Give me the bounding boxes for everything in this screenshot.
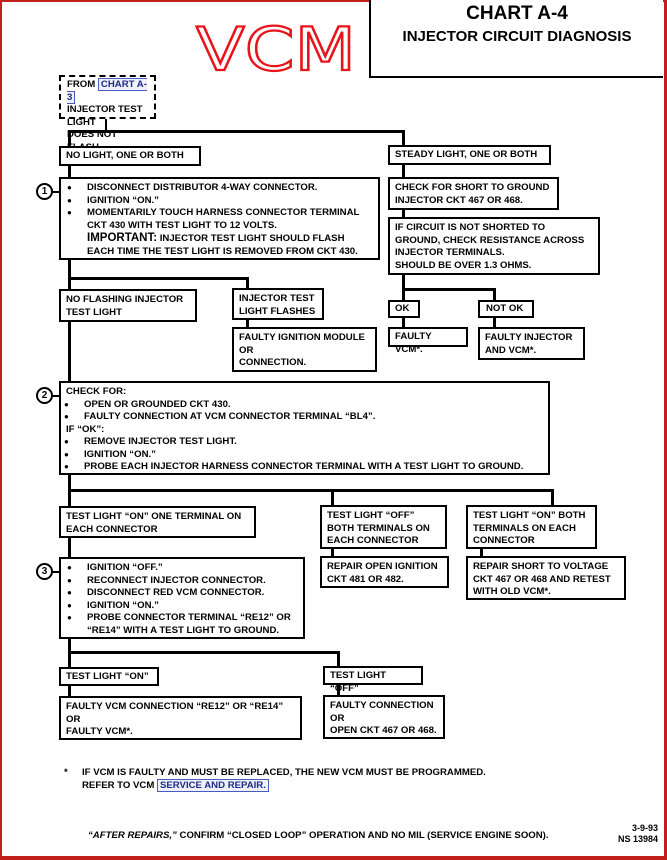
connector bbox=[402, 210, 405, 218]
chart-title-box: CHART A-4 INJECTOR CIRCUIT DIAGNOSIS bbox=[369, 0, 663, 78]
ok-label: OK bbox=[388, 300, 420, 318]
footnote-line-1: IF VCM IS FAULTY AND MUST BE REPLACED, T… bbox=[82, 767, 486, 778]
step-2-action: PROBE EACH INJECTOR HARNESS CONNECTOR TE… bbox=[62, 461, 543, 474]
connector bbox=[402, 130, 405, 146]
light-on-both-label: TEST LIGHT “ON” BOTH TERMINALS ON EACH C… bbox=[466, 505, 597, 549]
step-3-item: DISCONNECT RED VCM CONNECTOR. bbox=[65, 587, 299, 600]
doc-date: 3-9-93 bbox=[631, 823, 658, 833]
connector bbox=[68, 130, 71, 146]
step-2-check: FAULTY CONNECTION AT VCM CONNECTOR TERMI… bbox=[62, 411, 543, 424]
step-1-marker: 1 bbox=[36, 183, 53, 200]
connector bbox=[68, 130, 404, 133]
frame-edge-left bbox=[0, 0, 2, 860]
handwritten-vcm-text: VCM bbox=[196, 15, 356, 83]
short-check-box: CHECK FOR SHORT TO GROUND INJECTOR CKT 4… bbox=[388, 177, 559, 210]
not-ok-label: NOT OK bbox=[478, 300, 534, 318]
connector bbox=[68, 489, 553, 492]
no-flashing-label: NO FLASHING INJECTOR TEST LIGHT bbox=[59, 289, 197, 322]
step-1-item: IGNITION “ON.” bbox=[65, 195, 374, 208]
start-line-2: INJECTOR TEST LIGHT bbox=[67, 104, 143, 128]
important-text-2: EACH TIME THE TEST LIGHT IS REMOVED FROM… bbox=[87, 245, 358, 257]
steady-light-label: STEADY LIGHT, ONE OR BOTH bbox=[388, 145, 551, 165]
faulty-connection-box: FAULTY CONNECTION OR OPEN CKT 467 OR 468… bbox=[323, 695, 445, 739]
frame-edge-top bbox=[0, 0, 667, 2]
important-text: INJECTOR TEST LIGHT SHOULD FLASH bbox=[159, 233, 345, 244]
light-on-one-label: TEST LIGHT “ON” ONE TERMINAL ON EACH CON… bbox=[59, 506, 256, 538]
step-3-item: PROBE CONNECTOR TERMINAL “RE12” OR“RE14”… bbox=[65, 612, 299, 637]
faulty-injector-box: FAULTY INJECTOR AND VCM*. bbox=[478, 327, 585, 360]
step-3-item: IGNITION “ON.” bbox=[65, 600, 299, 613]
step-1-box: DISCONNECT DISTRIBUTOR 4-WAY CONNECTOR. … bbox=[59, 177, 380, 260]
connector bbox=[480, 549, 483, 557]
test-light-off-label: TEST LIGHT “OFF” bbox=[323, 666, 423, 694]
step-1-item: DISCONNECT DISTRIBUTOR 4-WAY CONNECTOR. bbox=[65, 182, 374, 195]
faulty-ignition-box: FAULTY IGNITION MODULE OR CONNECTION. bbox=[232, 327, 377, 372]
confirm-text: CONFIRM “CLOSED LOOP” OPERATION AND NO M… bbox=[179, 830, 549, 841]
connector bbox=[402, 165, 405, 178]
connector bbox=[68, 322, 71, 382]
connector bbox=[246, 277, 249, 289]
start-box: FROM CHART A-3 INJECTOR TEST LIGHT DOES … bbox=[59, 75, 156, 153]
connector bbox=[52, 395, 60, 397]
connector bbox=[52, 191, 60, 193]
step-2-action: IGNITION “ON.” bbox=[62, 449, 543, 462]
repair-open-box: REPAIR OPEN IGNITION CKT 481 OR 482. bbox=[320, 556, 449, 588]
chart-number: CHART A-4 bbox=[466, 3, 568, 24]
connector bbox=[105, 119, 107, 131]
connector bbox=[331, 489, 334, 506]
connector bbox=[331, 549, 334, 557]
connector bbox=[493, 288, 496, 301]
connector bbox=[68, 538, 71, 558]
after-repairs-text: “AFTER REPAIRS,” bbox=[88, 830, 177, 841]
chart-title: INJECTOR CIRCUIT DIAGNOSIS bbox=[402, 27, 632, 45]
step-1-item: MOMENTARILY TOUCH HARNESS CONNECTOR TERM… bbox=[65, 207, 374, 232]
connector bbox=[402, 288, 495, 291]
step-2-if-ok: IF “OK”: bbox=[66, 423, 105, 435]
faulty-vcm-box: FAULTY VCM*. bbox=[388, 327, 468, 355]
resistance-check-box: IF CIRCUIT IS NOT SHORTED TO GROUND, CHE… bbox=[388, 217, 600, 275]
doc-number: NS 13984 bbox=[617, 834, 658, 844]
connector bbox=[52, 571, 60, 573]
no-light-label: NO LIGHT, ONE OR BOTH bbox=[59, 146, 201, 166]
connector bbox=[551, 489, 554, 506]
footnote-marker: * bbox=[64, 767, 68, 778]
test-light-on-label: TEST LIGHT “ON” bbox=[59, 667, 159, 686]
connector bbox=[68, 686, 71, 697]
connector bbox=[246, 320, 249, 328]
faulty-vcm-connection-box: FAULTY VCM CONNECTION “RE12” OR “RE14” O… bbox=[59, 696, 302, 740]
step-2-action: REMOVE INJECTOR TEST LIGHT. bbox=[62, 436, 543, 449]
step-3-item: IGNITION “OFF.” bbox=[65, 562, 299, 575]
frame-edge-right bbox=[664, 0, 667, 860]
step-3-item: RECONNECT INJECTOR CONNECTOR. bbox=[65, 575, 299, 588]
connector bbox=[402, 318, 405, 328]
footnote-refer: REFER TO VCM bbox=[82, 779, 155, 791]
light-flashes-label: INJECTOR TEST LIGHT FLASHES bbox=[232, 288, 324, 320]
frame-edge-bottom bbox=[0, 856, 667, 860]
step-3-box: IGNITION “OFF.” RECONNECT INJECTOR CONNE… bbox=[59, 557, 305, 639]
step-2-heading: CHECK FOR: bbox=[66, 386, 127, 397]
important-label: IMPORTANT: bbox=[87, 232, 158, 244]
footer-note: “AFTER REPAIRS,” CONFIRM “CLOSED LOOP” O… bbox=[88, 830, 588, 844]
doc-id: 3-9-93 NS 13984 bbox=[598, 823, 658, 849]
connector bbox=[68, 166, 71, 178]
connector bbox=[337, 651, 340, 667]
handwritten-vcm-annotation: VCM bbox=[195, 14, 357, 83]
connector bbox=[68, 277, 248, 280]
start-prefix: FROM bbox=[67, 79, 96, 90]
step-2-box: CHECK FOR: OPEN OR GROUNDED CKT 430. FAU… bbox=[59, 381, 550, 475]
repair-short-box: REPAIR SHORT TO VOLTAGE CKT 467 OR 468 A… bbox=[466, 556, 626, 600]
connector bbox=[68, 651, 339, 654]
step-2-check: OPEN OR GROUNDED CKT 430. bbox=[62, 399, 543, 412]
step-3-marker: 3 bbox=[36, 563, 53, 580]
service-and-repair-link[interactable]: SERVICE AND REPAIR. bbox=[157, 778, 269, 792]
connector bbox=[337, 685, 340, 696]
connector bbox=[493, 318, 496, 328]
footnote: * IF VCM IS FAULTY AND MUST BE REPLACED,… bbox=[64, 767, 534, 797]
connector bbox=[68, 260, 71, 290]
step-2-marker: 2 bbox=[36, 387, 53, 404]
light-off-both-label: TEST LIGHT “OFF” BOTH TERMINALS ON EACH … bbox=[320, 505, 447, 549]
